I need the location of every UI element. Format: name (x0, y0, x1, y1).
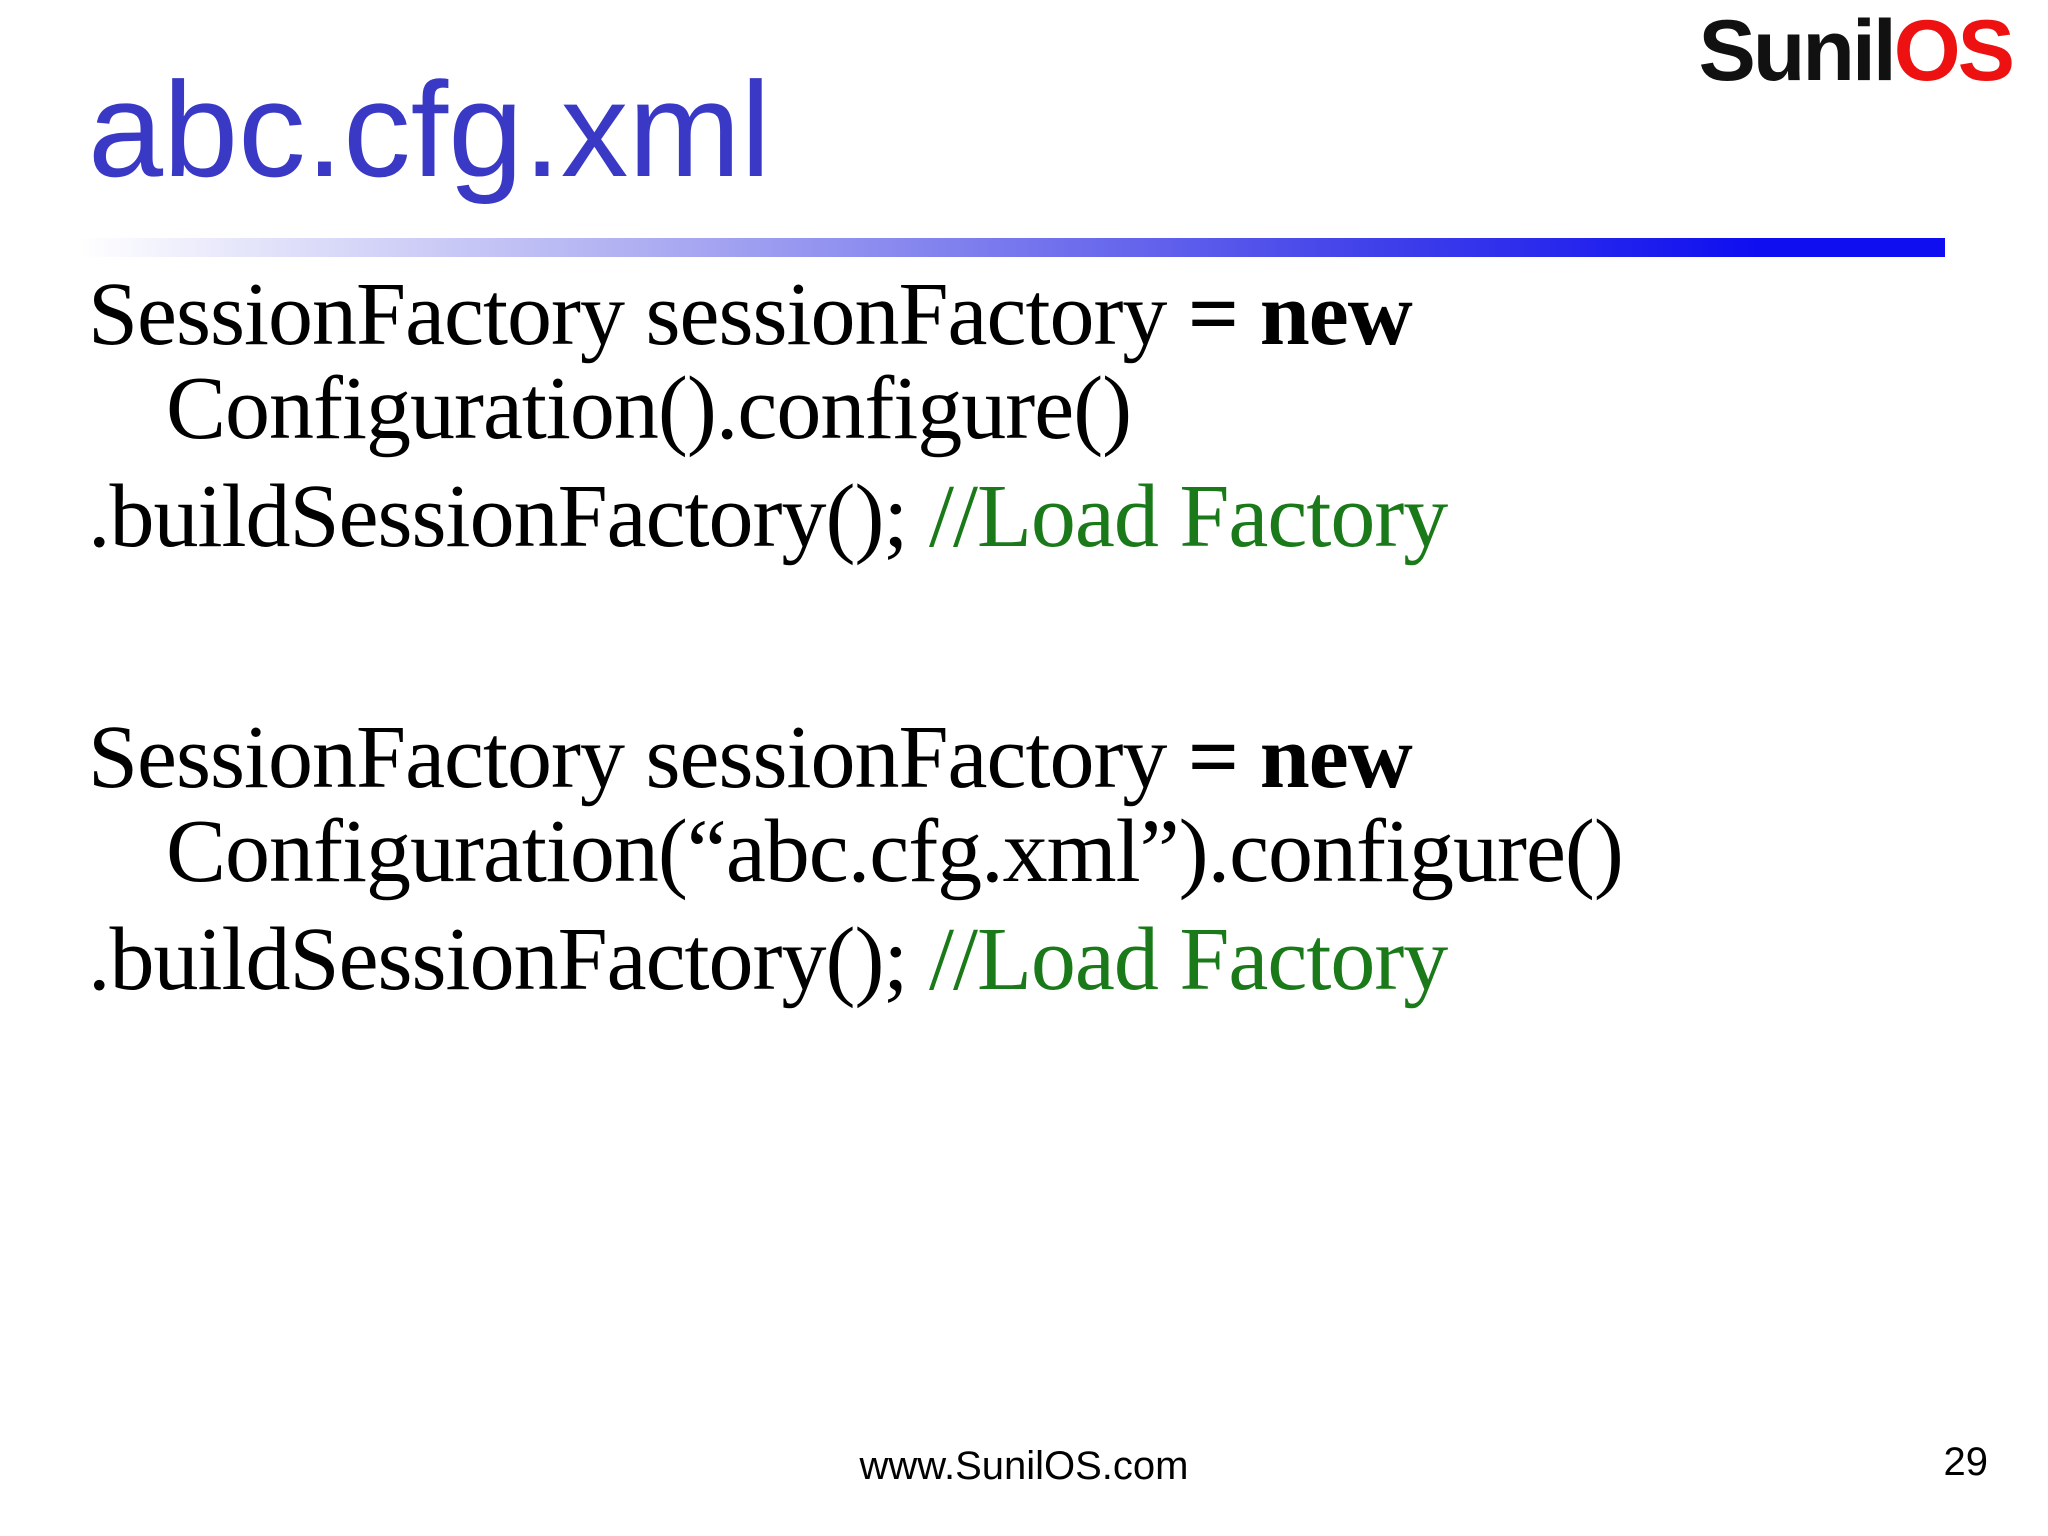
code-keyword-new: = new (1187, 265, 1413, 364)
code-line-3: .buildSessionFactory(); //Load Factory (88, 913, 1623, 1007)
code-line-3: .buildSessionFactory(); //Load Factory (88, 467, 1448, 566)
code-keyword-new: = new (1187, 708, 1413, 807)
code-text: SessionFactory sessionFactory (88, 708, 1188, 807)
code-text: .buildSessionFactory(); (88, 467, 929, 566)
footer-url: www.SunilOS.com (859, 1444, 1189, 1488)
code-text: Configuration().configure() (166, 359, 1132, 458)
code-comment: //Load Factory (928, 467, 1448, 566)
code-line-2: Configuration().configure() (88, 362, 1447, 456)
slide-title: abc.cfg.xml (88, 54, 771, 205)
code-comment: //Load Factory (928, 910, 1448, 1009)
logo-text-sunil: Sunil (1698, 3, 1897, 99)
code-block-2: SessionFactory sessionFactory = new Conf… (88, 711, 1624, 1007)
code-line-2: Configuration(“abc.cfg.xml”).configure() (88, 802, 1624, 901)
title-divider-bar (80, 238, 1945, 257)
code-text: SessionFactory sessionFactory (88, 265, 1188, 364)
sunilos-logo: SunilOS (1699, 8, 2015, 94)
code-text: .buildSessionFactory(); (88, 910, 929, 1009)
page-number: 29 (1943, 1440, 1989, 1484)
code-line-1: SessionFactory sessionFactory = new (88, 711, 1623, 805)
code-block-1: SessionFactory sessionFactory = new Conf… (88, 268, 1448, 566)
code-line-1: SessionFactory sessionFactory = new (88, 268, 1447, 362)
logo-text-os: OS (1893, 3, 2015, 99)
code-text: Configuration(“abc.cfg.xml”).configure() (166, 802, 1624, 901)
